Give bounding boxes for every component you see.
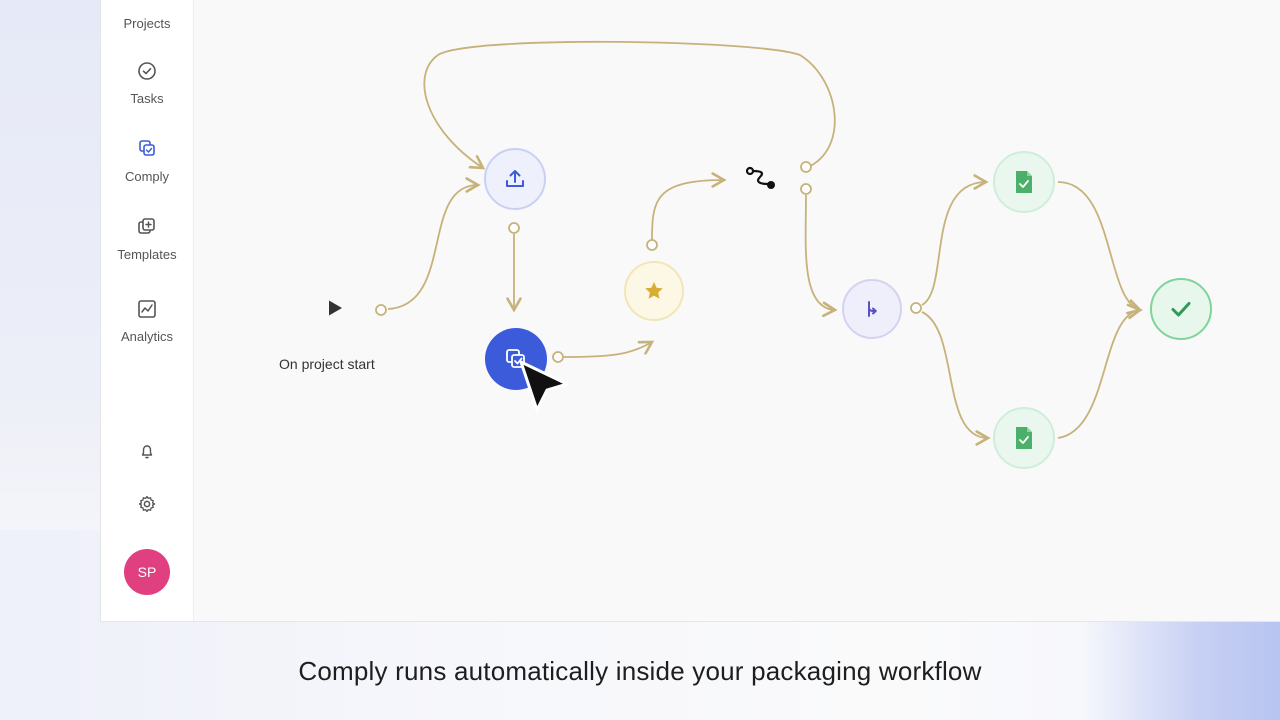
connector-branch-doc-bottom (921, 311, 991, 446)
sidebar-item-label: Analytics (120, 329, 174, 344)
port-route-top (800, 161, 812, 173)
sidebar-item-templates[interactable]: Templates (101, 216, 193, 262)
connector-doc-top-complete (1057, 181, 1143, 315)
branch-node[interactable] (842, 279, 902, 339)
settings-button[interactable] (133, 490, 161, 518)
comply-icon (139, 140, 155, 156)
caption: Comply runs automatically inside your pa… (298, 656, 982, 686)
sidebar-item-tasks[interactable]: Tasks (101, 60, 193, 106)
branch-icon (868, 301, 877, 317)
background-gradient-left (0, 0, 100, 530)
templates-icon (138, 218, 155, 234)
document-node-top[interactable] (993, 151, 1055, 213)
port-branch-out (910, 302, 922, 314)
gear-icon (138, 495, 156, 513)
connector-branch-doc-top (921, 174, 989, 306)
port-comply-out (552, 351, 564, 363)
background-gradient-right (1080, 620, 1280, 720)
upload-icon (506, 170, 524, 187)
analytics-icon (138, 300, 156, 318)
sidebar-item-label: Templates (117, 247, 177, 262)
sidebar-item-projects[interactable]: Projects (101, 16, 193, 31)
connector-review-route (651, 172, 727, 241)
document-icon (1016, 427, 1032, 449)
connector-loop-back (423, 40, 836, 170)
sidebar: Projects Tasks Comply Templates (101, 0, 194, 621)
review-node[interactable] (624, 261, 684, 321)
bell-icon (141, 445, 153, 459)
connector-doc-bottom-complete (1057, 303, 1143, 439)
sidebar-item-analytics[interactable]: Analytics (101, 298, 193, 344)
document-node-bottom[interactable] (993, 407, 1055, 469)
complete-node[interactable] (1150, 278, 1212, 340)
sidebar-item-label: Comply (124, 169, 170, 184)
sidebar-item-label: Projects (123, 16, 171, 31)
port-start (375, 304, 387, 316)
start-trigger-label: On project start (279, 356, 375, 372)
route-icon[interactable] (744, 165, 778, 193)
play-icon[interactable] (326, 299, 344, 317)
connector-comply-review (563, 340, 655, 358)
check-circle-icon (138, 62, 156, 80)
notifications-button[interactable] (133, 438, 161, 466)
upload-node[interactable] (484, 148, 546, 210)
avatar[interactable]: SP (124, 549, 170, 595)
mouse-cursor-icon (519, 360, 569, 412)
sidebar-item-comply[interactable]: Comply (101, 138, 193, 184)
document-icon (1016, 171, 1032, 193)
port-route-bottom (800, 183, 812, 195)
sidebar-item-label: Tasks (130, 91, 164, 106)
connector-route-branch (804, 194, 838, 318)
app-window: Projects Tasks Comply Templates (100, 0, 1280, 622)
port-review-out (646, 239, 658, 251)
port-upload-out (508, 222, 520, 234)
checkmark-icon (1171, 302, 1191, 317)
star-icon (645, 282, 663, 299)
connector-start-upload (387, 177, 481, 310)
